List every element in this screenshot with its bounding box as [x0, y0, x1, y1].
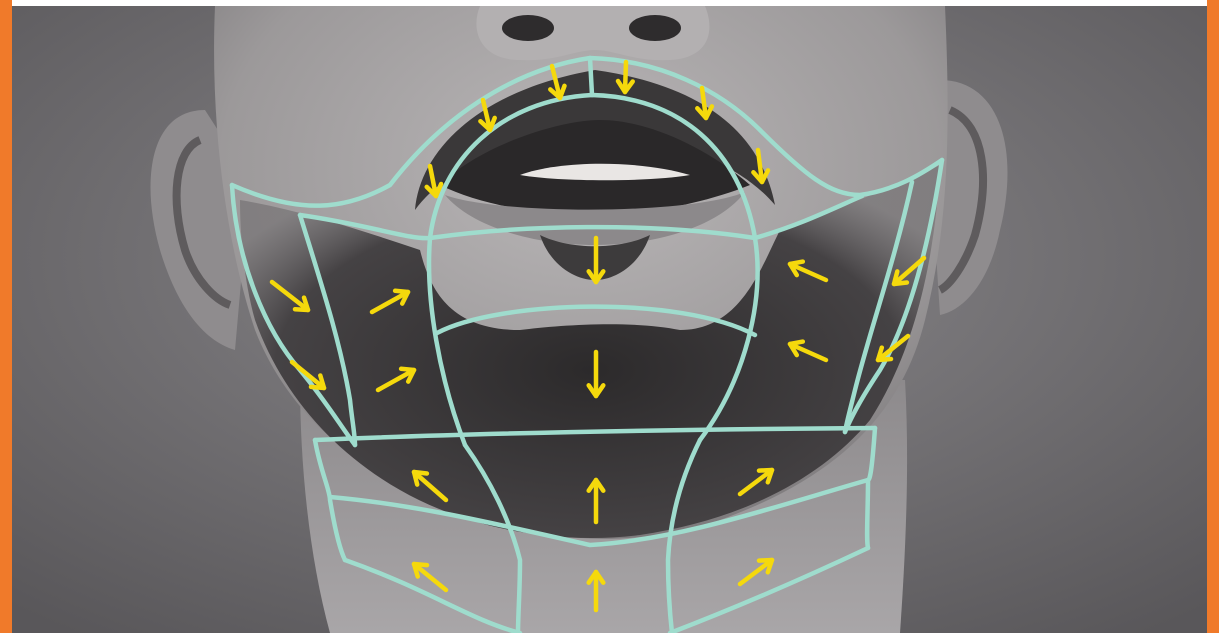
- zone-moustache-divider: [590, 58, 592, 95]
- right-nostril: [629, 15, 681, 41]
- frame-top-strip: [12, 0, 1207, 6]
- frame-accent-left: [0, 0, 12, 633]
- left-nostril: [502, 15, 554, 41]
- frame-accent-right: [1207, 0, 1219, 633]
